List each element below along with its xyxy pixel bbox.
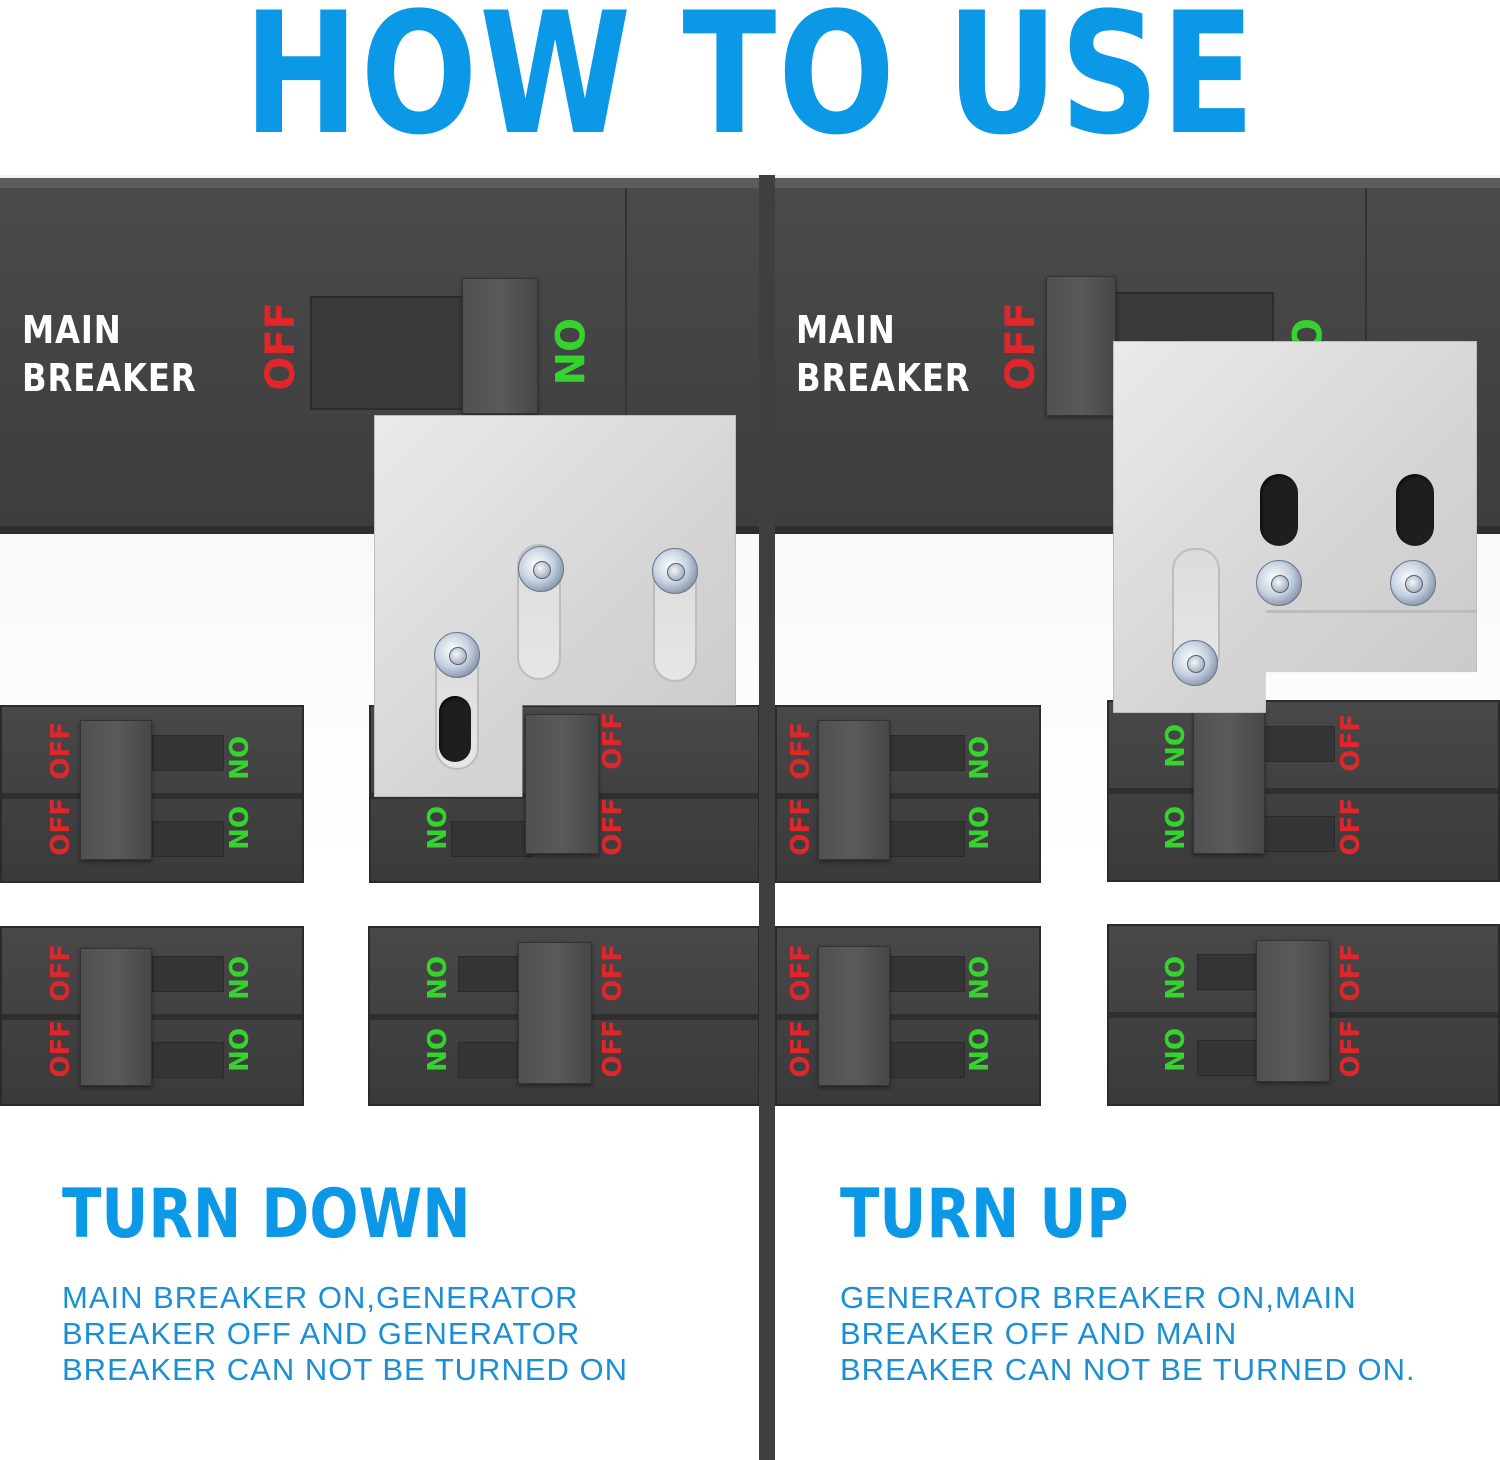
turn-up-description: GENERATOR BREAKER ON,MAIN BREAKER OFF AN… xyxy=(840,1280,1416,1388)
main-label-line1: MAIN xyxy=(22,308,122,352)
wing-nut-icon[interactable] xyxy=(434,632,480,678)
turn-up-heading: TURN UP xyxy=(840,1175,1129,1254)
desc-line: BREAKER CAN NOT BE TURNED ON xyxy=(62,1352,629,1387)
main-breaker-lever-left[interactable] xyxy=(462,278,538,414)
branch-off-label: OFF xyxy=(786,722,816,780)
branch-off-label: OFF xyxy=(1336,944,1366,1002)
branch-lever[interactable] xyxy=(818,720,890,860)
branch-off-label: OFF xyxy=(786,798,816,856)
generator-breaker-lever-right[interactable] xyxy=(1193,706,1265,854)
branch-off-label: OFF xyxy=(46,944,76,1002)
page-title: HOW TO USE xyxy=(243,0,1257,172)
branch-on-label: ON xyxy=(1158,724,1188,768)
branch-on-label: ON xyxy=(222,1028,252,1072)
branch-lever[interactable] xyxy=(80,720,152,860)
interlock-plate-right[interactable] xyxy=(1113,341,1477,713)
desc-line: BREAKER CAN NOT BE TURNED ON. xyxy=(840,1352,1416,1387)
main-on-text-left: ON xyxy=(545,318,591,386)
branch-on-label: ON xyxy=(962,1028,992,1072)
desc-line: BREAKER OFF AND GENERATOR xyxy=(62,1316,581,1351)
main-off-text-right: OFF xyxy=(998,302,1044,391)
branch-breaker-left-3 xyxy=(0,926,304,1106)
generator-breaker-lever-left[interactable] xyxy=(525,714,599,854)
branch-off-label: OFF xyxy=(598,944,628,1002)
main-label-line2: BREAKER xyxy=(22,356,197,400)
branch-off-label: OFF xyxy=(598,798,628,856)
branch-off-label: OFF xyxy=(786,1020,816,1078)
branch-lever[interactable] xyxy=(518,942,592,1084)
branch-breaker-left-1 xyxy=(0,705,304,883)
branch-on-label: ON xyxy=(962,736,992,780)
generator-breaker-right xyxy=(1107,700,1500,882)
branch-off-label: OFF xyxy=(1336,798,1366,856)
main-label-line1: MAIN xyxy=(796,308,896,352)
main-on-text-right: ON xyxy=(1282,318,1322,344)
main-label-line2: BREAKER xyxy=(796,356,971,400)
main-breaker-label-right: MAIN BREAKER xyxy=(796,306,970,402)
desc-line: GENERATOR BREAKER ON,MAIN xyxy=(840,1280,1357,1315)
branch-on-label: ON xyxy=(420,806,450,850)
branch-on-label: ON xyxy=(420,956,450,1000)
center-divider xyxy=(759,175,775,1460)
branch-off-label: OFF xyxy=(46,1020,76,1078)
branch-off-label: OFF xyxy=(786,944,816,1002)
branch-off-label: OFF xyxy=(46,722,76,780)
desc-line: MAIN BREAKER ON,GENERATOR xyxy=(62,1280,579,1315)
branch-lever[interactable] xyxy=(818,946,890,1086)
slot-hole xyxy=(1260,474,1298,546)
branch-lever[interactable] xyxy=(1256,940,1330,1082)
desc-line: BREAKER OFF AND MAIN xyxy=(840,1316,1238,1351)
wing-nut-icon[interactable] xyxy=(518,546,564,592)
branch-lever[interactable] xyxy=(80,948,152,1086)
wing-nut-icon[interactable] xyxy=(1256,560,1302,606)
branch-off-label: OFF xyxy=(598,712,628,770)
branch-on-label: ON xyxy=(222,736,252,780)
branch-on-label: ON xyxy=(222,806,252,850)
slot-hole xyxy=(1396,474,1434,546)
branch-on-label: ON xyxy=(420,1028,450,1072)
slot-hole xyxy=(439,696,471,762)
main-off-text-left: OFF xyxy=(258,302,304,391)
branch-off-label: OFF xyxy=(1336,714,1366,772)
wing-nut-icon[interactable] xyxy=(1390,560,1436,606)
branch-off-label: OFF xyxy=(1336,1020,1366,1078)
branch-off-label: OFF xyxy=(598,1020,628,1078)
branch-on-label: ON xyxy=(1158,1028,1188,1072)
branch-off-label: OFF xyxy=(46,798,76,856)
wing-nut-icon[interactable] xyxy=(1172,640,1218,686)
wing-nut-icon[interactable] xyxy=(652,548,698,594)
branch-on-label: ON xyxy=(962,956,992,1000)
turn-down-heading: TURN DOWN xyxy=(62,1175,471,1254)
branch-on-label: ON xyxy=(222,956,252,1000)
branch-on-label: ON xyxy=(1158,956,1188,1000)
branch-on-label: ON xyxy=(1158,806,1188,850)
main-breaker-label-left: MAIN BREAKER xyxy=(22,306,196,402)
main-breaker-lever-right[interactable] xyxy=(1046,276,1116,416)
turn-down-description: MAIN BREAKER ON,GENERATOR BREAKER OFF AN… xyxy=(62,1280,628,1388)
branch-on-label: ON xyxy=(962,806,992,850)
